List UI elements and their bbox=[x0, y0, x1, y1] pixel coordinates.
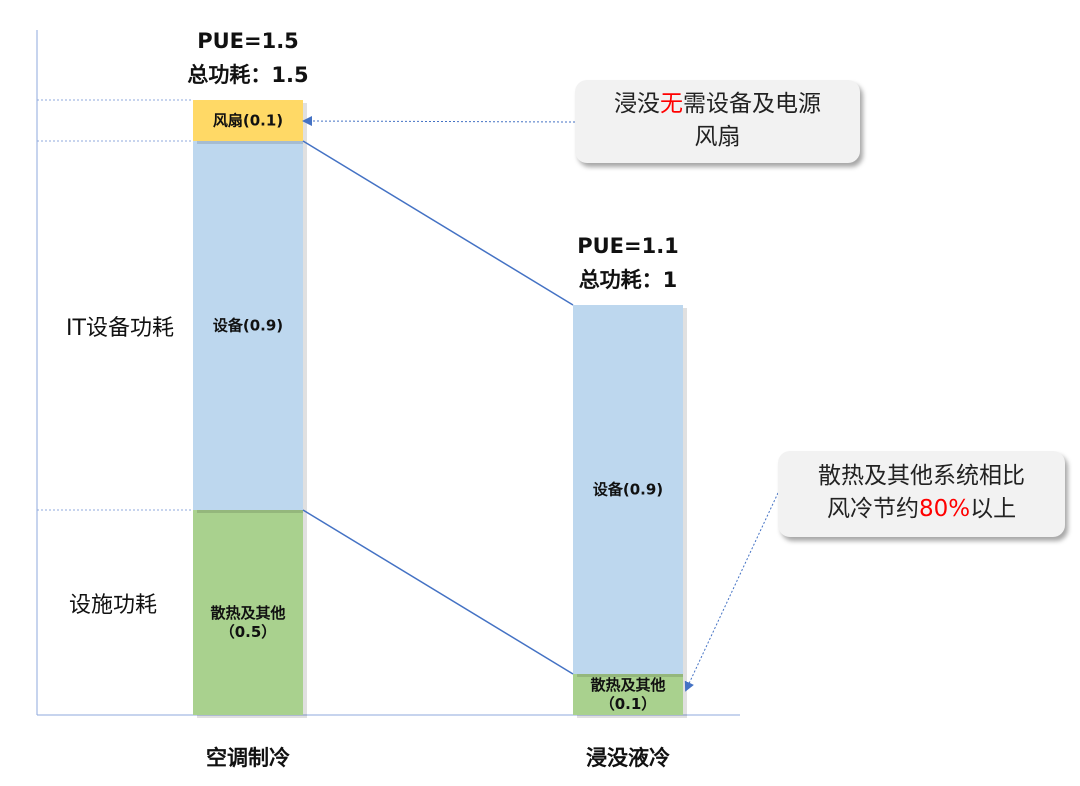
fan-annotation: 浸没无需设备及电源 风扇 bbox=[575, 80, 860, 163]
segment-label: 散热及其他（0.1） bbox=[590, 675, 666, 713]
annotation-text: 风冷节约 bbox=[826, 496, 919, 522]
annotation-text: 需设备及电源 bbox=[683, 91, 821, 117]
pue-label: PUE=1.1 bbox=[577, 234, 679, 258]
total-power-label: 总功耗：1.5 bbox=[187, 63, 308, 87]
pue-label: PUE=1.5 bbox=[197, 29, 299, 53]
group-label-it: IT设备功耗 bbox=[66, 316, 174, 341]
bar-segment bbox=[573, 305, 683, 674]
fan-annotation-arrow bbox=[302, 116, 576, 127]
connector-line bbox=[302, 509, 574, 675]
bar-segment bbox=[573, 674, 683, 715]
annotation-text: 以上 bbox=[970, 496, 1017, 522]
segment-label: 设备(0.9) bbox=[592, 480, 664, 498]
x-tick-label: 空调制冷 bbox=[206, 746, 290, 770]
segment-label: 风扇(0.1) bbox=[212, 111, 284, 129]
total-power-label: 总功耗：1 bbox=[579, 268, 678, 292]
annotation-text: 散热及其他系统相比 bbox=[818, 463, 1025, 489]
segment-label: 散热及其他（0.5） bbox=[210, 603, 286, 641]
cooling-annotation: 散热及其他系统相比 风冷节约80%以上 bbox=[778, 451, 1065, 537]
annotation-highlight: 80% bbox=[918, 496, 971, 522]
annotation-highlight: 无 bbox=[660, 91, 683, 117]
cooling-annotation-arrow bbox=[684, 492, 779, 692]
connector-line bbox=[302, 140, 574, 306]
bar-segment bbox=[193, 510, 303, 715]
bar-segment bbox=[193, 100, 303, 141]
group-label-facility: 设施功耗 bbox=[69, 593, 157, 618]
bar-segment bbox=[193, 141, 303, 510]
annotation-text: 风扇 bbox=[694, 124, 741, 150]
segment-label: 设备(0.9) bbox=[212, 316, 284, 334]
x-tick-label: 浸没液冷 bbox=[586, 746, 670, 770]
annotation-text: 浸没 bbox=[614, 91, 660, 117]
